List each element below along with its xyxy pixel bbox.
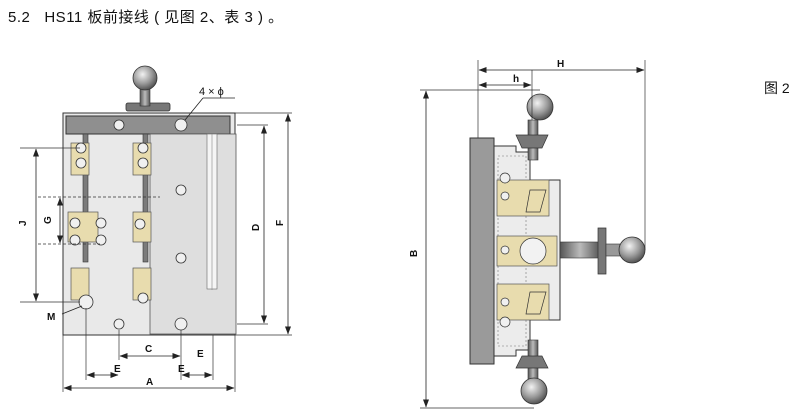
side-view: H h B (409, 59, 646, 409)
side-operating-handle (559, 227, 646, 275)
side-screws (499, 172, 511, 328)
dim-label-J: J (18, 220, 29, 226)
leader-hole (184, 97, 204, 121)
front-dashed-lines (38, 196, 160, 245)
dim-label-E-left: E (114, 364, 121, 375)
dim-label-B: B (409, 250, 420, 257)
front-cover (149, 133, 237, 335)
front-view: 4 × ϕ J G M C E E E A D F (18, 65, 292, 392)
dim-label-H: H (557, 59, 564, 70)
dim-label-C: C (145, 344, 152, 355)
front-contacts (67, 142, 152, 301)
figure-label: 图 2 (764, 80, 790, 96)
dim-label-F: F (275, 220, 286, 226)
dim-label-M: M (47, 312, 55, 323)
dim-label-G: G (43, 216, 54, 224)
leader-M (61, 305, 83, 315)
front-blade-center (142, 133, 149, 263)
front-top-bar (65, 115, 231, 135)
dim-label-D: D (251, 224, 262, 231)
side-handle-bottom (515, 339, 549, 405)
hole-note: 4 × ϕ (199, 86, 224, 98)
dim-label-h: h (513, 74, 519, 85)
front-handle (125, 65, 171, 112)
front-screws (69, 118, 188, 331)
section-heading: 5.2 HS11 板前接线 ( 见图 2、表 3 ) 。 (8, 9, 284, 26)
side-base-plate (469, 137, 495, 365)
dim-label-A: A (146, 377, 153, 388)
side-handle-top (515, 93, 554, 161)
dim-label-E-mid: E (197, 349, 204, 360)
front-blade-left (82, 133, 89, 263)
dim-label-E-right: E (178, 364, 185, 375)
